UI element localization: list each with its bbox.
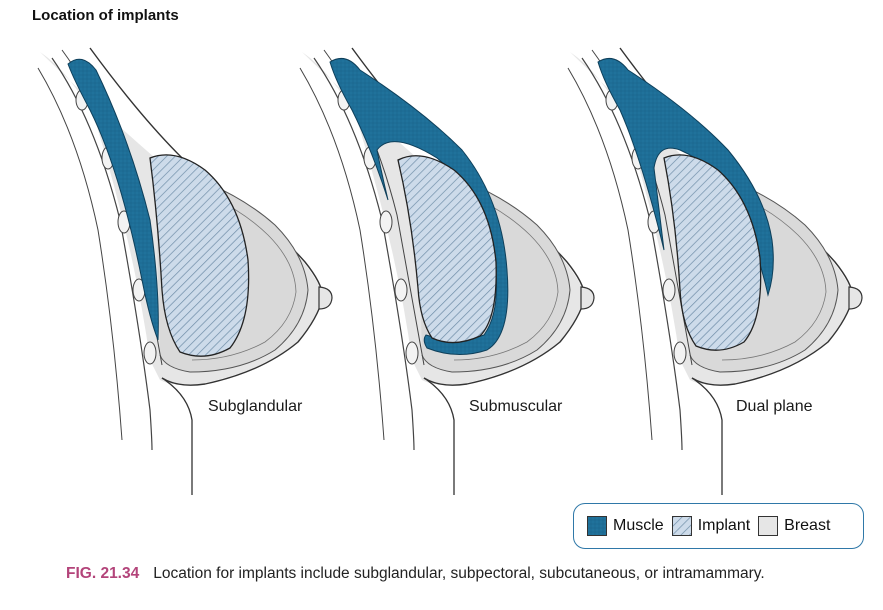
panel-subglandular xyxy=(37,47,333,496)
muscle-swatch-icon xyxy=(587,516,607,536)
panel-label-subglandular: Subglandular xyxy=(208,398,303,415)
page-title: Location of implants xyxy=(32,7,179,24)
implant-swatch-icon xyxy=(671,516,692,536)
implant-region xyxy=(397,155,497,344)
legend: Muscle Implant Breast xyxy=(573,503,864,549)
implant-diagram xyxy=(37,47,863,496)
legend-item-muscle: Muscle xyxy=(587,516,664,536)
implant-region xyxy=(149,154,250,357)
panel-dual-plane xyxy=(567,47,863,496)
caption-text: Location for implants include subglandul… xyxy=(153,565,765,582)
implant-region xyxy=(663,154,762,351)
legend-label-muscle: Muscle xyxy=(613,517,664,534)
breast-swatch-icon xyxy=(758,516,779,536)
legend-item-implant: Implant xyxy=(671,516,751,536)
legend-label-breast: Breast xyxy=(784,517,831,534)
muscle-region xyxy=(67,58,159,341)
legend-item-breast: Breast xyxy=(758,516,830,536)
figure-caption: FIG. 21.34 Location for implants include … xyxy=(66,565,765,583)
figure-number: FIG. 21.34 xyxy=(66,565,140,582)
panel-submuscular xyxy=(299,47,595,496)
legend-label-implant: Implant xyxy=(697,517,751,534)
panel-label-submuscular: Submuscular xyxy=(469,398,563,415)
panel-label-dual-plane: Dual plane xyxy=(736,398,813,415)
